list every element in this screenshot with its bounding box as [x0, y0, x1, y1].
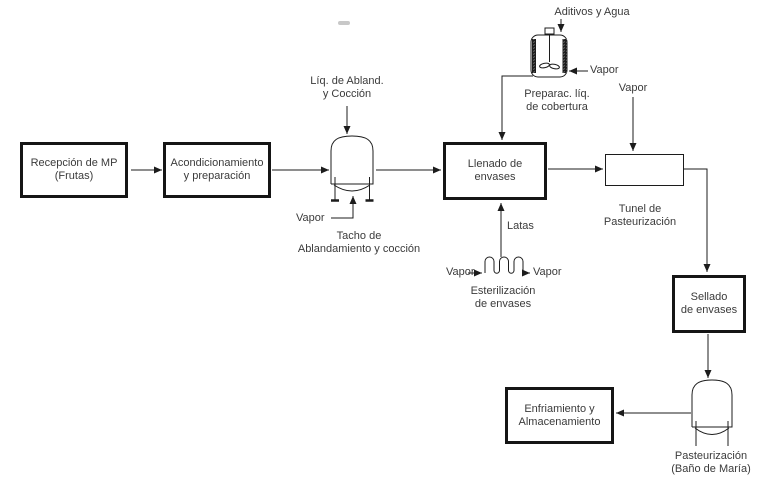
mixer-jacket-right — [562, 39, 567, 73]
vapor-esterilizacion-izq-text: Vapor — [446, 266, 475, 278]
label-esterilizacion: Esterilización de envases — [471, 285, 536, 311]
mixer-blade-left — [539, 62, 550, 69]
bano-maria-vessel-shape — [691, 379, 733, 446]
label-tunel: Tunel de Pasteurización — [604, 203, 676, 229]
esterilizacion-line1: Esterilización — [470, 285, 536, 297]
liq-ablandamiento-line2: y Cocción — [322, 88, 372, 100]
process-box-acondicionamiento: Acondicionamiento y preparación — [163, 142, 271, 198]
recepcion-line1: Recepción de MP — [30, 157, 118, 169]
vapor-cobertura-text: Vapor — [590, 64, 619, 76]
sellado-line1: Sellado — [690, 291, 728, 303]
aditivos-agua-text: Aditivos y Agua — [554, 6, 630, 18]
label-latas: Latas — [507, 220, 534, 233]
label-pasteurizacion-bano: Pasteurización (Baño de María) — [671, 450, 750, 476]
arrow-tunel-to-sellado — [683, 168, 711, 272]
bano-dish-bottom — [694, 427, 730, 435]
esterilizacion-line2: de envases — [474, 298, 532, 310]
tacho-label-line2: Ablandamiento y cocción — [297, 243, 421, 255]
label-preparacion-cobertura: Preparac. líq. de cobertura — [524, 88, 589, 114]
cobertura-mixer-vessel-shape — [530, 27, 568, 78]
pasteurizacion-bano-line1: Pasteurización — [674, 450, 748, 462]
acondicionamiento-line2: y preparación — [183, 170, 251, 182]
label-liq-ablandamiento: Líq. de Abland. y Cocción — [310, 75, 383, 101]
mixer-blade-right — [549, 63, 560, 70]
tacho-label-line1: Tacho de — [336, 230, 382, 242]
process-box-enfriamiento: Enfriamiento y Almacenamiento — [505, 387, 614, 444]
arrow-cobertura-to-llenado — [498, 75, 533, 140]
tacho-legs — [334, 177, 370, 200]
label-aditivos-agua: Aditivos y Agua — [554, 6, 629, 19]
preparacion-cobertura-line2: de cobertura — [526, 101, 588, 113]
tacho-vessel-shape — [330, 135, 374, 202]
sellado-line2: de envases — [680, 304, 738, 316]
process-box-sellado: Sellado de envases — [672, 275, 746, 333]
vapor-tunel-text: Vapor — [618, 82, 648, 94]
enfriamiento-line2: Almacenamiento — [518, 415, 601, 428]
sterilizer-coil-shape — [484, 256, 524, 274]
vapor-esterilizacion-der-text: Vapor — [533, 266, 562, 278]
tunnel-pasteurizacion-box — [605, 154, 684, 186]
vapor-tacho-text: Vapor — [296, 212, 325, 224]
recepcion-line2: (Frutas) — [54, 170, 94, 182]
process-box-llenado: Llenado de envases — [443, 142, 547, 200]
mixer-jacket-left — [532, 39, 536, 73]
latas-text: Latas — [507, 220, 534, 232]
tunel-label-line2: Pasteurización — [603, 216, 677, 228]
pasteurizacion-bano-line2: (Baño de María) — [671, 463, 751, 475]
llenado-line1: Llenado de — [467, 158, 523, 170]
acondicionamiento-line1: Acondicionamiento — [170, 157, 264, 169]
bano-body — [691, 379, 733, 428]
liq-ablandamiento-line1: Líq. de Abland. — [310, 75, 384, 87]
tacho-body — [330, 135, 374, 185]
label-vapor-cobertura: Vapor — [590, 64, 619, 77]
label-vapor-tunel: Vapor — [619, 82, 648, 95]
tunel-label-line1: Tunel de — [618, 203, 662, 215]
label-vapor-tacho: Vapor — [296, 212, 325, 225]
bano-legs — [695, 421, 729, 446]
mixer-motor — [544, 27, 555, 35]
tacho-dish-bottom — [333, 184, 371, 192]
process-box-recepcion: Recepción de MP (Frutas) — [20, 142, 128, 198]
arrow-vapor-tacho-in — [331, 196, 357, 219]
label-vapor-esterilizacion-izq: Vapor — [446, 266, 475, 279]
preparacion-cobertura-line1: Preparac. líq. — [524, 88, 590, 100]
enfriamiento-line1: Enfriamiento y — [524, 402, 595, 415]
llenado-line2: envases — [474, 171, 516, 183]
label-tacho: Tacho de Ablandamiento y cocción — [298, 230, 420, 256]
label-vapor-esterilizacion-der: Vapor — [533, 266, 562, 279]
stray-scan-mark — [338, 21, 350, 25]
